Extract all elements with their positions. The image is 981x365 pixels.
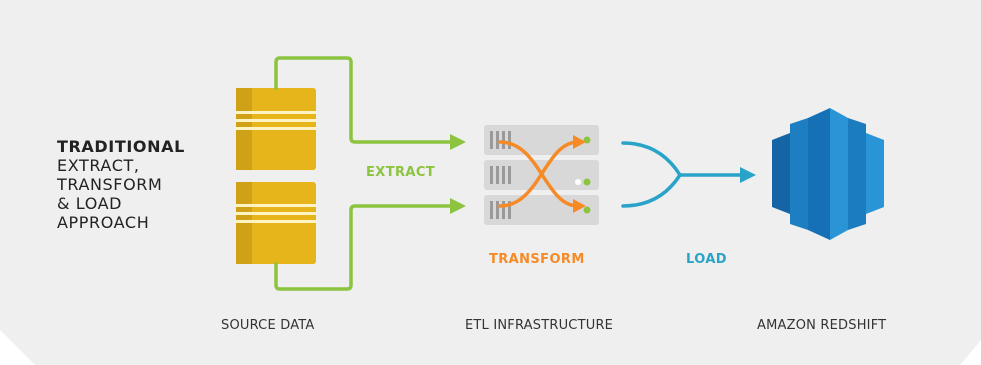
extract-arrows <box>274 56 454 291</box>
extract-label: EXTRACT <box>366 165 436 180</box>
source-data-caption: SOURCE DATA <box>221 318 315 333</box>
title-line-3: & LOAD <box>57 194 123 213</box>
etl-infrastructure-caption: ETL INFRASTRUCTURE <box>465 318 614 333</box>
title-line-4: APPROACH <box>57 213 150 232</box>
extract-arrowhead-top <box>450 134 466 150</box>
transform-arrows <box>498 140 580 208</box>
title-line-2: TRANSFORM <box>57 175 163 194</box>
load-arrow <box>621 141 744 208</box>
transform-label: TRANSFORM <box>489 252 585 267</box>
transform-arrowhead-top <box>573 135 586 149</box>
amazon-redshift-icon <box>772 108 884 240</box>
diagram-title: TRADITIONAL EXTRACT, TRANSFORM & LOAD AP… <box>57 137 185 232</box>
database-stack-icon <box>236 88 316 264</box>
extract-arrowhead-bottom <box>450 198 466 214</box>
title-line-1: EXTRACT, <box>57 156 140 175</box>
title-strong: TRADITIONAL <box>57 137 185 156</box>
amazon-redshift-caption: AMAZON REDSHIFT <box>757 318 887 333</box>
load-label: LOAD <box>686 252 727 267</box>
load-arrowhead <box>740 167 756 183</box>
transform-arrowhead-bottom <box>573 199 586 213</box>
